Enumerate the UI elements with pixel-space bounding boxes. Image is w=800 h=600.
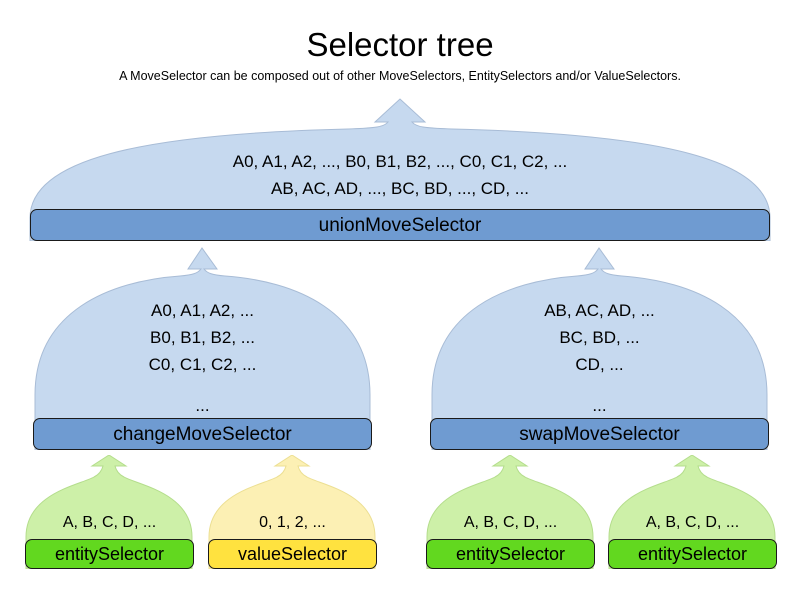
node-change-move-selector[interactable]: A0, A1, A2, ... B0, B1, B2, ... C0, C1, … xyxy=(30,245,375,450)
entity-selector-right-1-label[interactable]: entitySelector xyxy=(426,539,595,569)
node-swap-move-selector[interactable]: AB, AC, AD, ... BC, BD, ... CD, ... ... … xyxy=(427,245,772,450)
value-selector-label[interactable]: valueSelector xyxy=(208,539,377,569)
node-entity-selector-right-2[interactable]: A, B, C, D, ... entitySelector xyxy=(605,455,780,569)
node-union-move-selector[interactable]: A0, A1, A2, ..., B0, B1, B2, ..., C0, C1… xyxy=(18,96,782,241)
union-balloon-shape xyxy=(29,98,771,241)
entity-selector-right-2-label[interactable]: entitySelector xyxy=(608,539,777,569)
swap-move-selector-label[interactable]: swapMoveSelector xyxy=(430,418,769,450)
entity-selector-left-label[interactable]: entitySelector xyxy=(25,539,194,569)
change-move-selector-label[interactable]: changeMoveSelector xyxy=(33,418,372,450)
node-entity-selector-left[interactable]: A, B, C, D, ... entitySelector xyxy=(22,455,197,569)
change-balloon-shape xyxy=(34,247,371,450)
diagram-subtitle: A MoveSelector can be composed out of ot… xyxy=(119,69,681,83)
diagram-header: Selector tree A MoveSelector can be comp… xyxy=(0,0,800,84)
swap-balloon-shape xyxy=(431,247,768,450)
page-title: Selector tree xyxy=(306,26,494,63)
node-value-selector[interactable]: 0, 1, 2, ... valueSelector xyxy=(205,455,380,569)
union-move-selector-label[interactable]: unionMoveSelector xyxy=(30,209,770,241)
node-entity-selector-right-1[interactable]: A, B, C, D, ... entitySelector xyxy=(423,455,598,569)
